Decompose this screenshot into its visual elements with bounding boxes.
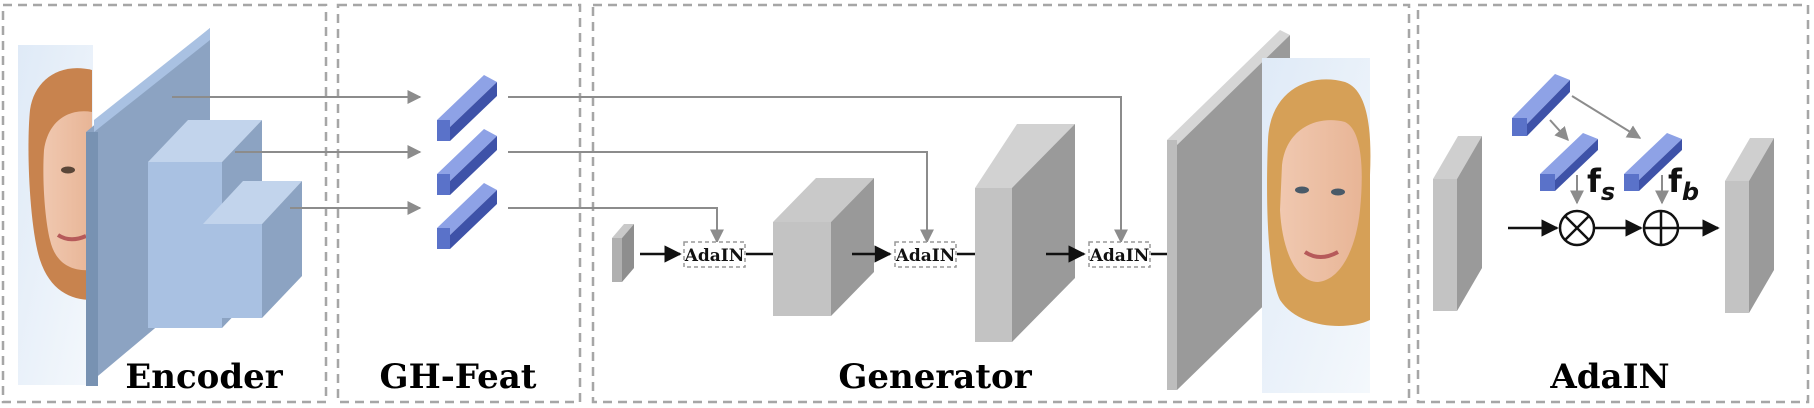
adain-block-label: AdaIN [1089, 246, 1150, 266]
feature-code-1 [437, 75, 497, 141]
adain-block-label: AdaIN [684, 246, 745, 266]
feature-arrow-2 [508, 151, 934, 244]
encoder-block-small [203, 181, 302, 318]
ghfeat-panel [336, 3, 582, 404]
input-face-image [18, 45, 93, 385]
bias-code-bar [1624, 133, 1682, 191]
generator-label: Generator [838, 357, 1032, 397]
generator-block-1 [773, 178, 874, 316]
adain-block-1: AdaIN [683, 241, 746, 268]
output-face-image [1262, 58, 1371, 393]
style-to-scale-arrow [1549, 119, 1569, 142]
style-to-bias-arrow [1571, 95, 1642, 139]
adain-block-label: AdaIN [895, 246, 956, 266]
feature-arrow-3 [508, 207, 724, 244]
scale-symbol: fs [1587, 162, 1615, 206]
scale-code-bar [1540, 133, 1598, 191]
adain-panel [1416, 3, 1810, 404]
feature-code-2 [437, 129, 497, 195]
adain-output-block [1725, 138, 1774, 313]
generator-panel [591, 3, 1411, 404]
feature-arrow-1 [508, 96, 1128, 244]
multiply-operator-icon [1558, 209, 1596, 247]
adain-block-3: AdaIN [1088, 241, 1151, 268]
bias-symbol: fb [1668, 162, 1699, 206]
generator-block-2 [975, 124, 1075, 342]
feature-code-3 [437, 183, 497, 249]
style-code-bar [1512, 74, 1570, 136]
adain-panel-label: AdaIN [1549, 357, 1669, 397]
adain-block-2: AdaIN [894, 241, 957, 268]
ghfeat-label: GH-Feat [380, 357, 537, 397]
encoder-label: Encoder [125, 357, 283, 397]
generator-input-block [612, 224, 634, 282]
generator-block-3 [1167, 30, 1290, 390]
add-operator-icon [1642, 209, 1680, 247]
adain-input-block [1433, 136, 1482, 311]
